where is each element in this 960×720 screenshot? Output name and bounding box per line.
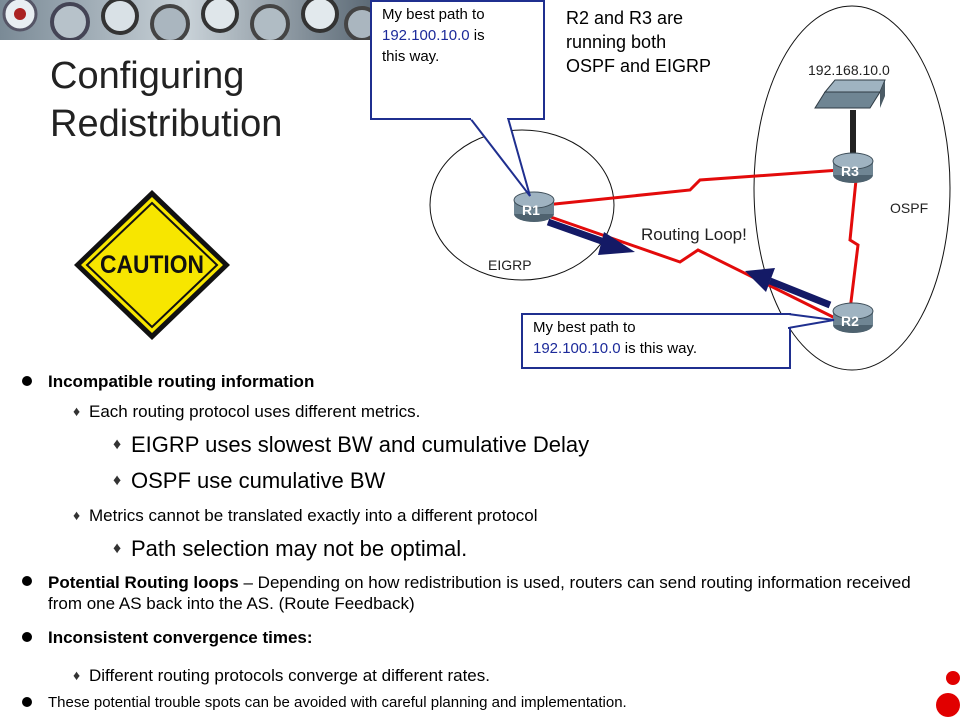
bullet-dot-icon [22,576,32,586]
link-r3-r2 [848,179,860,311]
callout-top-suffix: this way. [382,48,440,65]
sub-bullet-icon: ♦ [113,472,122,489]
ospf-domain-ellipse [753,5,951,371]
eigrp-domain-ellipse [429,129,615,281]
router-r3-label: R3 [841,163,859,179]
red-dot-small-icon [946,671,960,685]
callout-top-prefix: My best path to [382,6,485,23]
bullet-eigrp-metric: ♦ EIGRP uses slowest BW and cumulative D… [113,432,590,457]
switch-icon [814,79,886,109]
callout-top-pointer [470,118,531,197]
sub-bullet-icon: ♦ [113,436,122,453]
callout-bottom-prefix: My best path to [533,319,636,336]
bullet-incompatible: Incompatible routing information [22,372,314,392]
router-r1-label: R1 [522,202,540,218]
bullet-metrics-translation: ♦ Metrics cannot be translated exactly i… [73,506,538,525]
callout-top-suffix-inline: is [469,27,485,44]
arrow-r2-to-loop [745,268,832,309]
bullet-path-selection: ♦ Path selection may not be optimal. [113,536,468,561]
slide-title: Configuring Redistribution [50,55,283,145]
redistribution-note: R2 and R3 are running both OSPF and EIGR… [566,8,712,76]
eigrp-domain-label: EIGRP [488,257,532,273]
bullet-ospf-metric: ♦ OSPF use cumulative BW [113,468,386,493]
sub-bullet-icon: ♦ [73,507,81,523]
arrow-r1-to-loop [546,218,635,255]
header-banner-image [0,0,372,40]
ospf-domain-label: OSPF [890,200,929,216]
bullet-different-metrics: ♦ Each routing protocol uses different m… [73,402,421,421]
bullet-dot-icon [22,632,32,642]
sub-bullet-icon: ♦ [73,667,81,683]
sub-bullet-icon: ♦ [113,540,122,557]
router-r1-icon [513,191,555,222]
callout-bottom-pointer [788,312,835,330]
caution-sign-icon: CAUTION [74,190,230,340]
router-r2-label: R2 [841,313,859,329]
caution-sign-text: CAUTION [100,251,204,279]
callout-bottom-suffix: is this way. [620,340,697,357]
bullet-dot-icon [22,697,32,707]
bullet-trouble-spots: These potential trouble spots can be avo… [22,694,627,711]
network-diagram: CAUTION [74,5,951,371]
bullet-dot-icon [22,376,32,386]
routing-loop-label: Routing Loop! [641,225,747,244]
callout-bottom-address: 192.100.10.0 [533,340,621,357]
bullet-convergence: Inconsistent convergence times: [22,628,313,648]
bullet-converge-rates: ♦ Different routing protocols converge a… [73,666,490,685]
callout-r1-best-path: My best path to 192.100.10.0 is this way… [370,0,545,120]
callout-top-address: 192.100.10.0 [382,27,470,44]
router-r2-icon [832,302,874,333]
network-address-label: 192.168.10.0 [808,62,890,78]
sub-bullet-icon: ♦ [73,403,81,419]
link-r1-r3 [544,168,841,207]
callout-r2-best-path: My best path to 192.100.10.0 is this way… [521,313,791,369]
router-r3-icon [832,152,874,183]
red-dot-icon [936,693,960,717]
bullet-routing-loops: Potential Routing loops – Depending on h… [22,572,948,614]
